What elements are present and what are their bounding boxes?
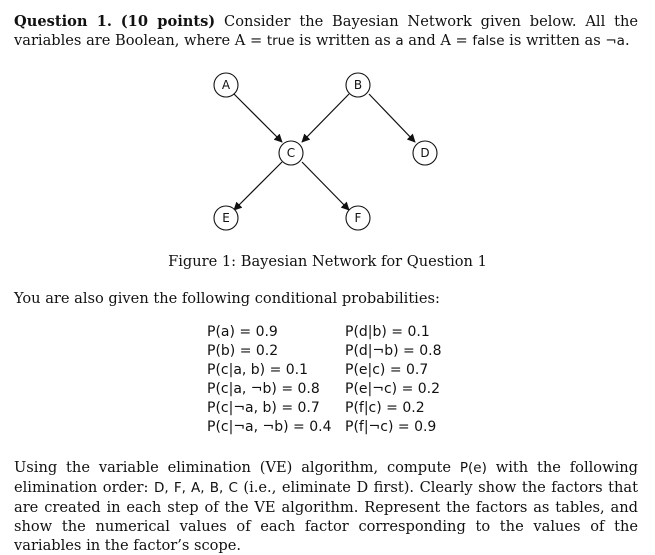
figure-caption: Figure 1: Bayesian Network for Question … — [168, 253, 487, 270]
intro-text-5: . — [624, 32, 630, 49]
probabilities-left-column: P(a) = 0.9 P(b) = 0.2 P(c|a, b) = 0.1 P(… — [207, 323, 332, 437]
node-e-label: E — [222, 211, 230, 225]
edge-b-d — [368, 93, 416, 143]
edge-b-c — [301, 93, 350, 143]
probability-entry: P(f|c) = 0.2 — [345, 400, 425, 416]
probability-entry: P(c|¬a, ¬b) = 0.4 — [207, 419, 332, 435]
probability-entry: P(c|¬a, b) = 0.7 — [207, 400, 320, 416]
question-intro: Question 1. (10 points) Consider the Bay… — [14, 12, 638, 51]
probability-entry: P(d|¬b) = 0.8 — [345, 343, 442, 359]
edge-c-e — [233, 161, 283, 211]
intro-text-3: and A = — [403, 32, 473, 49]
a-symbol: a — [395, 33, 404, 49]
probability-entry: P(c|a, ¬b) = 0.8 — [207, 381, 320, 397]
probability-entry: P(e|¬c) = 0.2 — [345, 381, 441, 397]
ve-text-2: with the following elimination order: — [14, 459, 638, 496]
intro-text-4: is written as — [504, 32, 606, 49]
probability-entry: P(a) = 0.9 — [207, 324, 278, 340]
node-c: C — [278, 140, 304, 166]
probability-entry: P(c|a, b) = 0.1 — [207, 362, 309, 378]
intro-text-2: is written as — [294, 32, 396, 49]
node-e: E — [213, 205, 239, 231]
not-a-symbol: ¬a — [605, 33, 625, 49]
question-points: (10 points) — [120, 13, 216, 30]
node-b: B — [345, 72, 371, 98]
node-b-label: B — [354, 78, 362, 92]
node-d: D — [412, 140, 438, 166]
false-word: false — [472, 33, 505, 49]
ve-instructions: Using the variable elimination (VE) algo… — [14, 458, 638, 555]
node-f-label: F — [355, 211, 362, 225]
question-label: Question 1. — [14, 13, 112, 30]
probabilities-right-column: P(d|b) = 0.1 P(d|¬b) = 0.8 P(e|c) = 0.7 … — [345, 323, 441, 437]
probability-entry: P(f|¬c) = 0.9 — [345, 419, 437, 435]
ve-query: P(e) — [459, 460, 487, 476]
node-f: F — [345, 205, 371, 231]
given-text: You are also given the following conditi… — [14, 290, 440, 307]
ve-elimination-order: D, F, A, B, C — [153, 480, 238, 496]
true-word: true — [266, 33, 295, 49]
edge-a-c — [233, 93, 283, 143]
ve-text-1: Using the variable elimination (VE) algo… — [14, 459, 460, 476]
edge-c-f — [301, 161, 350, 211]
probability-entry: P(e|c) = 0.7 — [345, 362, 429, 378]
bayesian-network-diagram: A B C D E F — [213, 72, 438, 231]
probability-entry: P(b) = 0.2 — [207, 343, 279, 359]
probability-entry: P(d|b) = 0.1 — [345, 324, 430, 340]
intro-text-1: Consider the Bayesian Network given belo… — [14, 13, 638, 49]
node-a: A — [213, 72, 239, 98]
node-d-label: D — [420, 146, 429, 160]
node-a-label: A — [222, 78, 231, 92]
node-c-label: C — [287, 146, 295, 160]
